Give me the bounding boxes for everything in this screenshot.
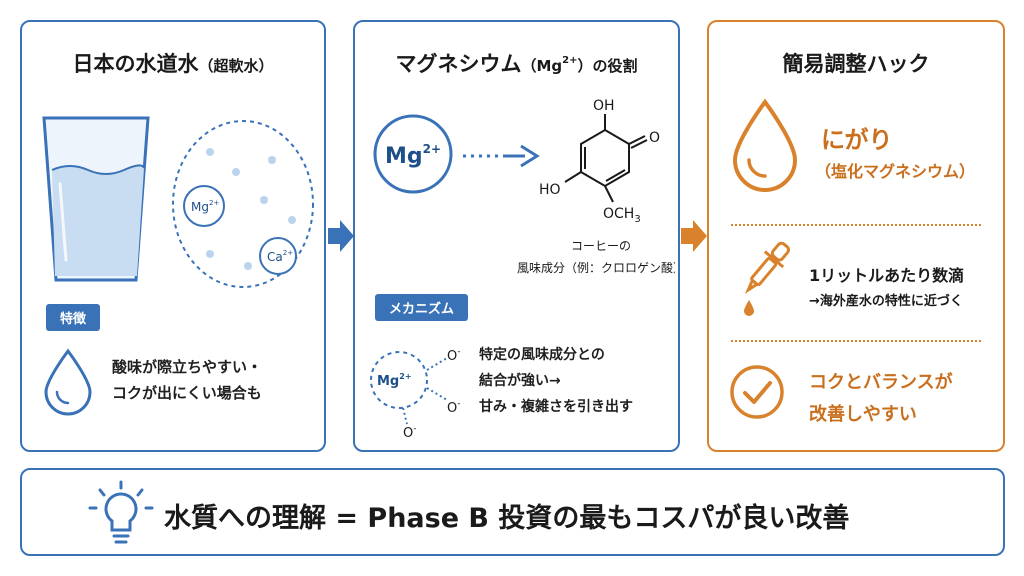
mechanism-text: 特定の風味成分との 結合が強い→ 甘み・複雑さを引き出す: [479, 342, 633, 420]
result-line-2: 改善しやすい: [809, 404, 917, 425]
tap-water-title-sub: （超軟水）: [198, 57, 274, 75]
svg-text:O-: O-: [403, 424, 416, 438]
svg-text:HO: HO: [539, 182, 561, 198]
result-line-1: コクとバランスが: [809, 372, 953, 393]
water-glass-icon: [42, 116, 150, 282]
features-text: 酸味が際立ちやすい・ コクが出にくい場合も: [112, 354, 262, 406]
svg-text:OCH3: OCH3: [603, 206, 641, 225]
compound-caption-line1: コーヒーの: [571, 239, 631, 253]
divider: [731, 340, 981, 342]
features-tag: 特徴: [46, 304, 101, 331]
svg-text:O-: O-: [447, 347, 460, 364]
summary-text: 水質への理解 = Phase B 投資の最もコスパが良い改善: [164, 503, 850, 534]
mechanism-line-3: 甘み・複雑さを引き出す: [479, 399, 633, 415]
quick-hack-panel: 簡易調整ハック にがり （塩化マグネシウム） 1リットルあたり数滴 →海外産水の…: [707, 20, 1005, 452]
ion-dispersion-diagram: Mg2+ Ca2+: [172, 120, 314, 288]
lightbulb-icon: [88, 480, 154, 544]
summary-banner: 水質への理解 = Phase B 投資の最もコスパが良い改善: [20, 468, 1005, 556]
magnesium-panel: マグネシウム（Mg2+）の役割 Mg2+ OH O HO OCH3 コーヒーの …: [353, 20, 680, 452]
svg-text:Mg2+: Mg2+: [385, 142, 441, 169]
mechanism-tag: メカニズム: [375, 294, 469, 321]
svg-text:O: O: [649, 130, 660, 146]
arrow-right-icon: [681, 220, 707, 252]
tap-water-title-main: 日本の水道水: [72, 52, 199, 76]
mg-ion-marker: Mg2+: [183, 185, 225, 227]
arrow-right-icon: [328, 220, 354, 252]
mg-binding-diagram: Mg2+ OH O HO OCH3 コーヒーの 風味成分（例：クロロゲン酸）: [373, 98, 675, 275]
mechanism-line-1: 特定の風味成分との: [479, 347, 605, 363]
mg-ligand-diagram: Mg2+ O- O- O-: [370, 347, 460, 438]
mechanism-line-2: 結合が強い→: [479, 373, 561, 389]
tap-water-panel: 日本の水道水（超軟水） Mg2+ Ca2+ 特徴 酸味が際立ちやすい・ コクが: [20, 20, 326, 452]
dose-label: 1リットルあたり数滴: [809, 266, 965, 285]
dropper-icon: [744, 241, 791, 316]
mg-ion-large: Mg2+: [373, 114, 453, 194]
dose-sublabel: →海外産水の特性に近づく: [809, 294, 963, 309]
water-drop-icon: [732, 98, 798, 192]
svg-text:O-: O-: [447, 399, 460, 416]
svg-text:Mg2+: Mg2+: [377, 372, 412, 389]
magnesium-title: マグネシウム（Mg2+）の役割: [395, 52, 638, 76]
tap-water-title: 日本の水道水（超軟水）: [22, 48, 324, 78]
ca-ion-marker: Ca2+: [259, 237, 297, 275]
check-circle-icon: [730, 365, 784, 419]
chlorogenic-acid-structure: [564, 114, 648, 203]
nigari-label: にがり: [821, 126, 893, 154]
water-drop-icon: [44, 348, 92, 416]
magnesium-title-main: マグネシウム: [395, 52, 522, 76]
compound-caption-line2: 風味成分（例：クロロゲン酸）: [517, 260, 675, 275]
divider: [731, 224, 981, 226]
quick-hack-title: 簡易調整ハック: [782, 52, 930, 76]
svg-text:Mg2+: Mg2+: [191, 199, 219, 214]
features-line-1: 酸味が際立ちやすい・: [112, 358, 263, 376]
svg-text:OH: OH: [593, 98, 615, 114]
features-line-2: コクが出にくい場合も: [112, 384, 262, 402]
nigari-sublabel: （塩化マグネシウム）: [815, 162, 976, 181]
svg-text:Ca2+: Ca2+: [267, 249, 293, 264]
